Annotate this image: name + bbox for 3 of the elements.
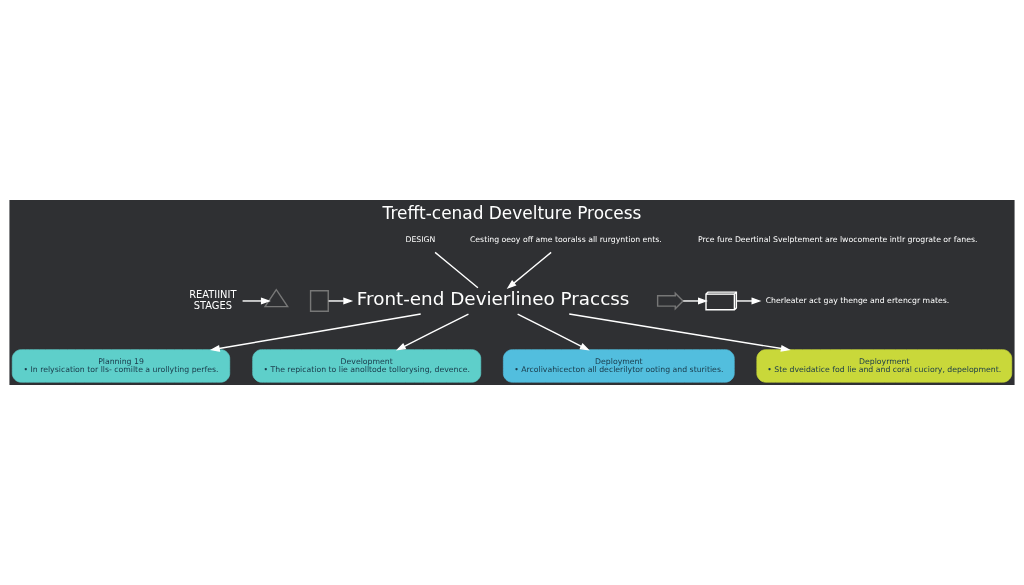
- node-text: REATIINIT STAGES: [189, 289, 237, 311]
- node-text: Front-end Devierlineo Praccss: [356, 288, 630, 310]
- diagram-title: Trefft-cenad Develture Process: [382, 203, 642, 224]
